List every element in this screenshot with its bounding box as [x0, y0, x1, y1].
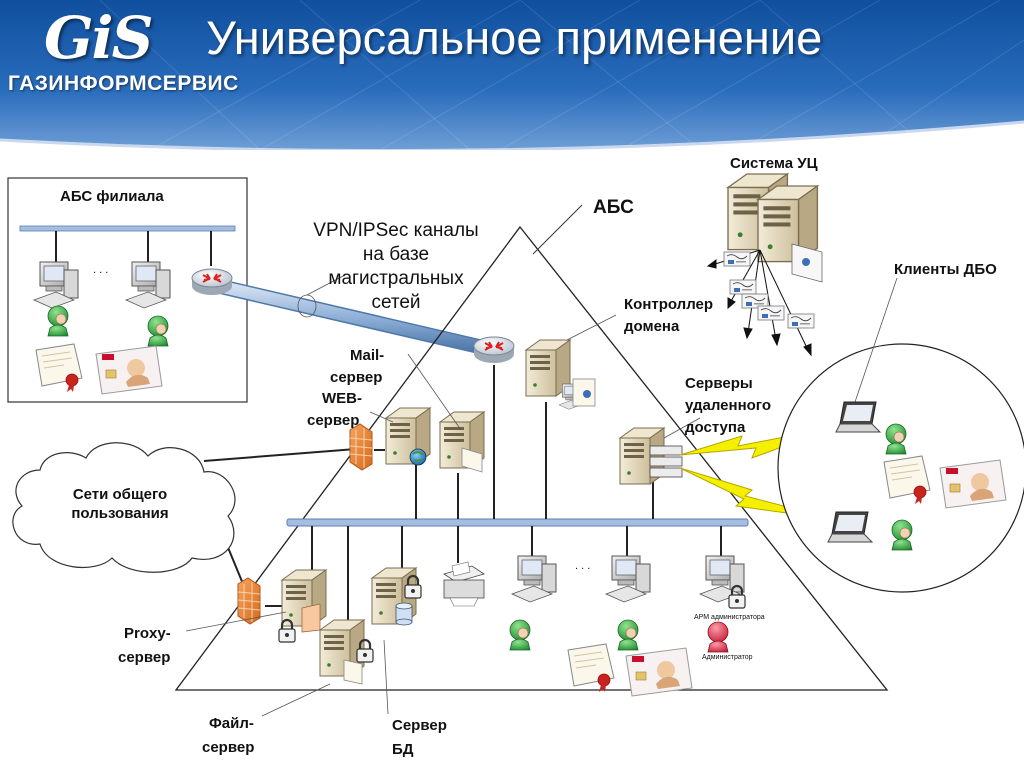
mail-server-label-line: Mail-: [350, 347, 385, 364]
workstation-icon: [605, 555, 651, 603]
abs-branch-label: АБС филиала: [60, 188, 164, 205]
vpn-label-line: на базе: [362, 244, 430, 265]
remote-callout: [663, 417, 701, 439]
file-document-icon: [343, 659, 363, 685]
certificate-icon: [757, 305, 785, 321]
dbo-callout: [854, 277, 898, 403]
mail-callout: [407, 353, 462, 431]
vpn-label-line: сетей: [371, 292, 421, 313]
file-server-label: Файл- сервер: [202, 712, 254, 760]
globe-land: [412, 451, 424, 462]
ca-certificate-seal: [802, 258, 810, 266]
slide-title: Универсальное применение: [206, 11, 823, 64]
mail-server-label: Mail- сервер: [330, 345, 384, 389]
vpn-tunnel: [208, 279, 500, 356]
firewall-icon: [237, 577, 261, 625]
lock-icon: [355, 638, 375, 664]
proxy-server-label: Proxy- сервер: [118, 622, 171, 670]
web-server-label-line: WEB-: [322, 390, 362, 407]
domain-controller-label-line: Контроллер: [624, 296, 714, 313]
main-network-bus: [286, 518, 749, 527]
public-networks-label-line: Сети общего: [72, 486, 168, 503]
smartcard-icon: [625, 647, 693, 697]
header-background: [0, 0, 1024, 150]
branch-network-bus: [19, 225, 236, 232]
web-server-label: WEB- сервер: [307, 388, 362, 432]
header-banner: GiS ГАЗИНФОРМСЕРВИС Универсальное примен…: [0, 0, 1024, 150]
proxy-document-icon: [301, 603, 321, 633]
branch-ellipsis: . . .: [93, 264, 109, 276]
admin-user-icon: [707, 621, 729, 653]
logo-company-name: ГАЗИНФОРМСЕРВИС: [8, 72, 239, 95]
printer-icon: [443, 561, 485, 607]
file-server-label-line: Файл-: [209, 715, 254, 732]
db-server-label-line: БД: [392, 741, 414, 758]
remote-access-rack-icon: [649, 445, 683, 478]
remote-access-label-line: удаленного: [685, 397, 772, 414]
workstation-icon: [511, 555, 557, 603]
router-icon: [191, 268, 233, 296]
certificate-icon: [787, 313, 815, 329]
proxy-server-label-line: Proxy-: [124, 625, 171, 642]
proxy-server-label-line: сервер: [118, 649, 171, 666]
smartcard-icon: [939, 459, 1007, 509]
admin-label: Администратор: [702, 654, 753, 661]
remote-access-label: Серверы удаленного доступа: [685, 373, 771, 439]
vpn-label-line: магистральных: [328, 268, 464, 289]
user-icon: [891, 519, 913, 551]
mail-server-label-line: сервер: [330, 369, 383, 386]
domain-controller-callout: [566, 314, 617, 341]
db-server-label-line: Сервер: [392, 717, 447, 734]
arm-admin-label: АРМ администратора: [694, 614, 765, 621]
certificate-icon: [723, 251, 751, 267]
logo-mark: GiS: [44, 4, 153, 72]
router-icon: [473, 336, 515, 364]
abs-triangle: [174, 225, 889, 691]
user-icon: [147, 315, 169, 347]
db-callout: [383, 639, 389, 715]
user-icon: [47, 305, 69, 337]
vpn-callout-line: [306, 274, 346, 296]
mail-document-icon: [461, 447, 483, 473]
user-icon: [509, 619, 531, 651]
smartcard-icon: [95, 345, 163, 395]
certificate-seal: [583, 390, 591, 398]
certificate-icon: [567, 643, 615, 693]
web-callout: [369, 411, 394, 423]
domain-controller-label: Контроллер домена: [624, 294, 713, 338]
file-callout: [261, 683, 331, 717]
vpn-label-line: VPN/IPSec каналы: [313, 220, 479, 241]
file-server-label-line: сервер: [202, 739, 255, 756]
public-networks-label: Сети общего пользования: [50, 485, 190, 523]
remote-access-label-line: Серверы: [685, 375, 753, 392]
proxy-callout: [185, 611, 287, 632]
dbo-clients-label: Клиенты ДБО: [894, 261, 997, 278]
web-server-label-line: сервер: [307, 412, 360, 429]
domain-controller-label-line: домена: [624, 318, 680, 335]
user-icon: [885, 423, 907, 455]
db-server-label: Сервер БД: [392, 714, 447, 762]
uc-system-label: Система УЦ: [730, 155, 818, 172]
certificate-icon: [729, 279, 757, 295]
user-icon: [617, 619, 639, 651]
abs-label: АБС: [593, 197, 634, 218]
vpn-label: VPN/IPSec каналы на базе магистральных с…: [288, 219, 504, 315]
lan-ellipsis: . . .: [575, 560, 591, 572]
cloud-icon: [12, 442, 236, 573]
database-icon: [395, 602, 413, 626]
remote-access-label-line: доступа: [685, 419, 746, 436]
abs-callout-line: [532, 204, 583, 255]
public-networks-label-line: пользования: [71, 505, 169, 522]
